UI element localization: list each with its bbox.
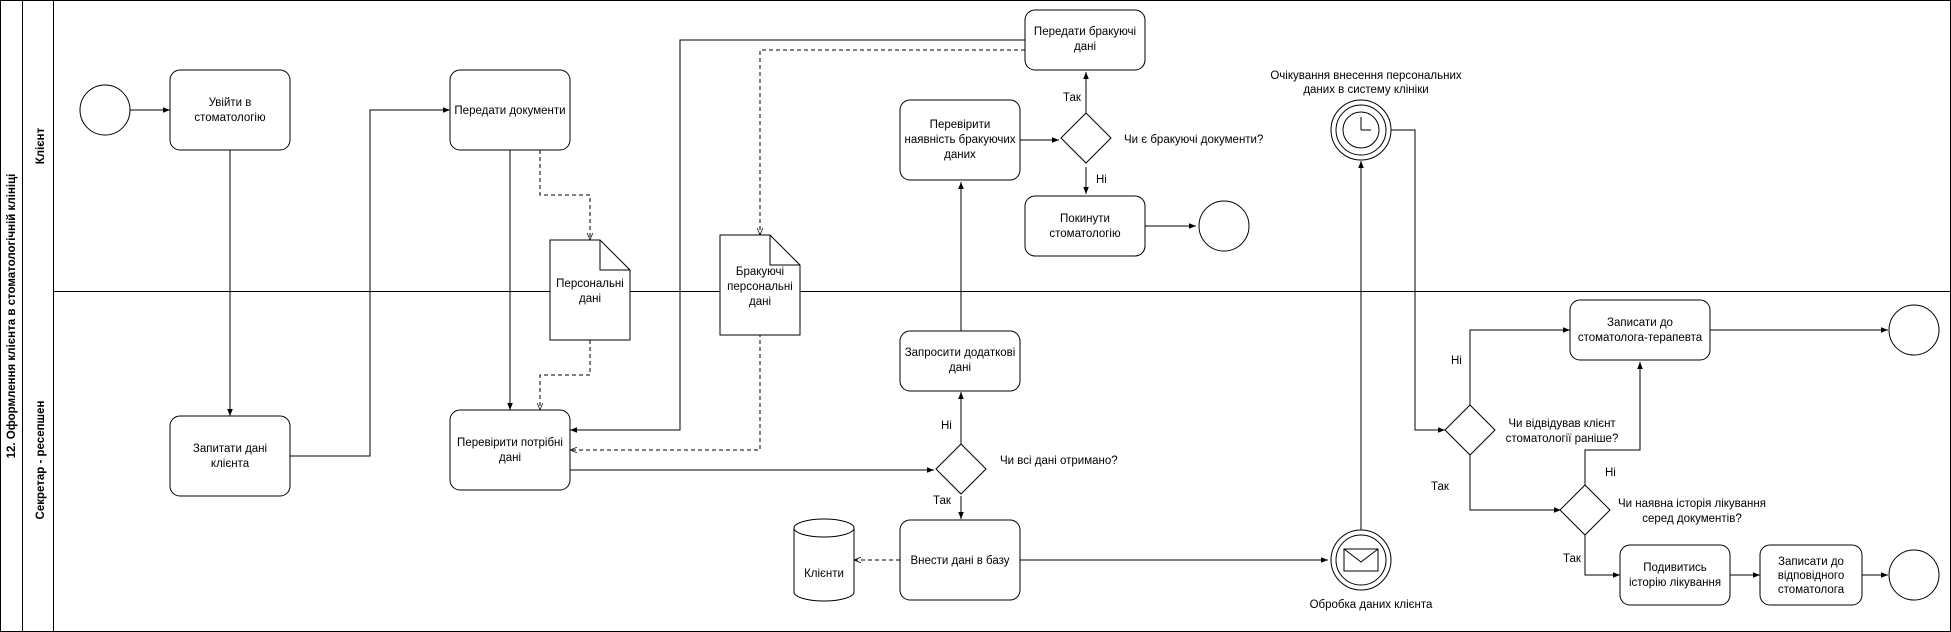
lane-label-secretary: Секретар - ресепшен bbox=[35, 400, 47, 519]
label-yes-history: Так bbox=[1431, 481, 1450, 493]
svg-text:Клієнти: Клієнти bbox=[804, 568, 844, 580]
end-event-leave bbox=[1198, 200, 1250, 252]
start-event bbox=[79, 84, 131, 136]
svg-text:Чи є бракуючі документи?: Чи є бракуючі документи? bbox=[1124, 134, 1263, 146]
label-yes-view: Так bbox=[1563, 553, 1582, 565]
task-pass-documents: Передати документи bbox=[449, 69, 571, 151]
svg-text:Передати документи: Передати документи bbox=[454, 105, 565, 117]
message-event-process: Обробка даних клієнта bbox=[1310, 529, 1433, 611]
pool-title: 12. Оформлення клієнта в стоматологічній… bbox=[6, 174, 18, 459]
gateway-all-received: Чи всі дані отримано? bbox=[935, 443, 1118, 495]
label-no-therapist: Ні bbox=[1451, 355, 1462, 367]
lane-label-client: Клієнт bbox=[35, 127, 47, 164]
label-no-request: Ні bbox=[941, 420, 952, 432]
svg-text:Внести дані в базу: Внести дані в базу bbox=[910, 555, 1009, 567]
end-event-therapist bbox=[1888, 304, 1940, 356]
label-no-leave: Ні bbox=[1096, 174, 1107, 186]
task-enter-db: Внести дані в базу bbox=[899, 519, 1021, 601]
end-event-dentist bbox=[1888, 549, 1940, 601]
gateway-missing-docs: Чи є бракуючі документи? bbox=[1060, 112, 1263, 164]
datastore-clients: Клієнти bbox=[793, 518, 855, 602]
svg-text:Обробка даних клієнта: Обробка даних клієнта bbox=[1310, 599, 1433, 611]
label-yes-pass: Так bbox=[1063, 92, 1082, 104]
label-no-assign: Ні bbox=[1605, 467, 1616, 479]
svg-text:Чи всі дані отримано?: Чи всі дані отримано? bbox=[1000, 455, 1118, 467]
label-yes-db: Так bbox=[933, 495, 952, 507]
flow-lines bbox=[130, 39, 1888, 578]
